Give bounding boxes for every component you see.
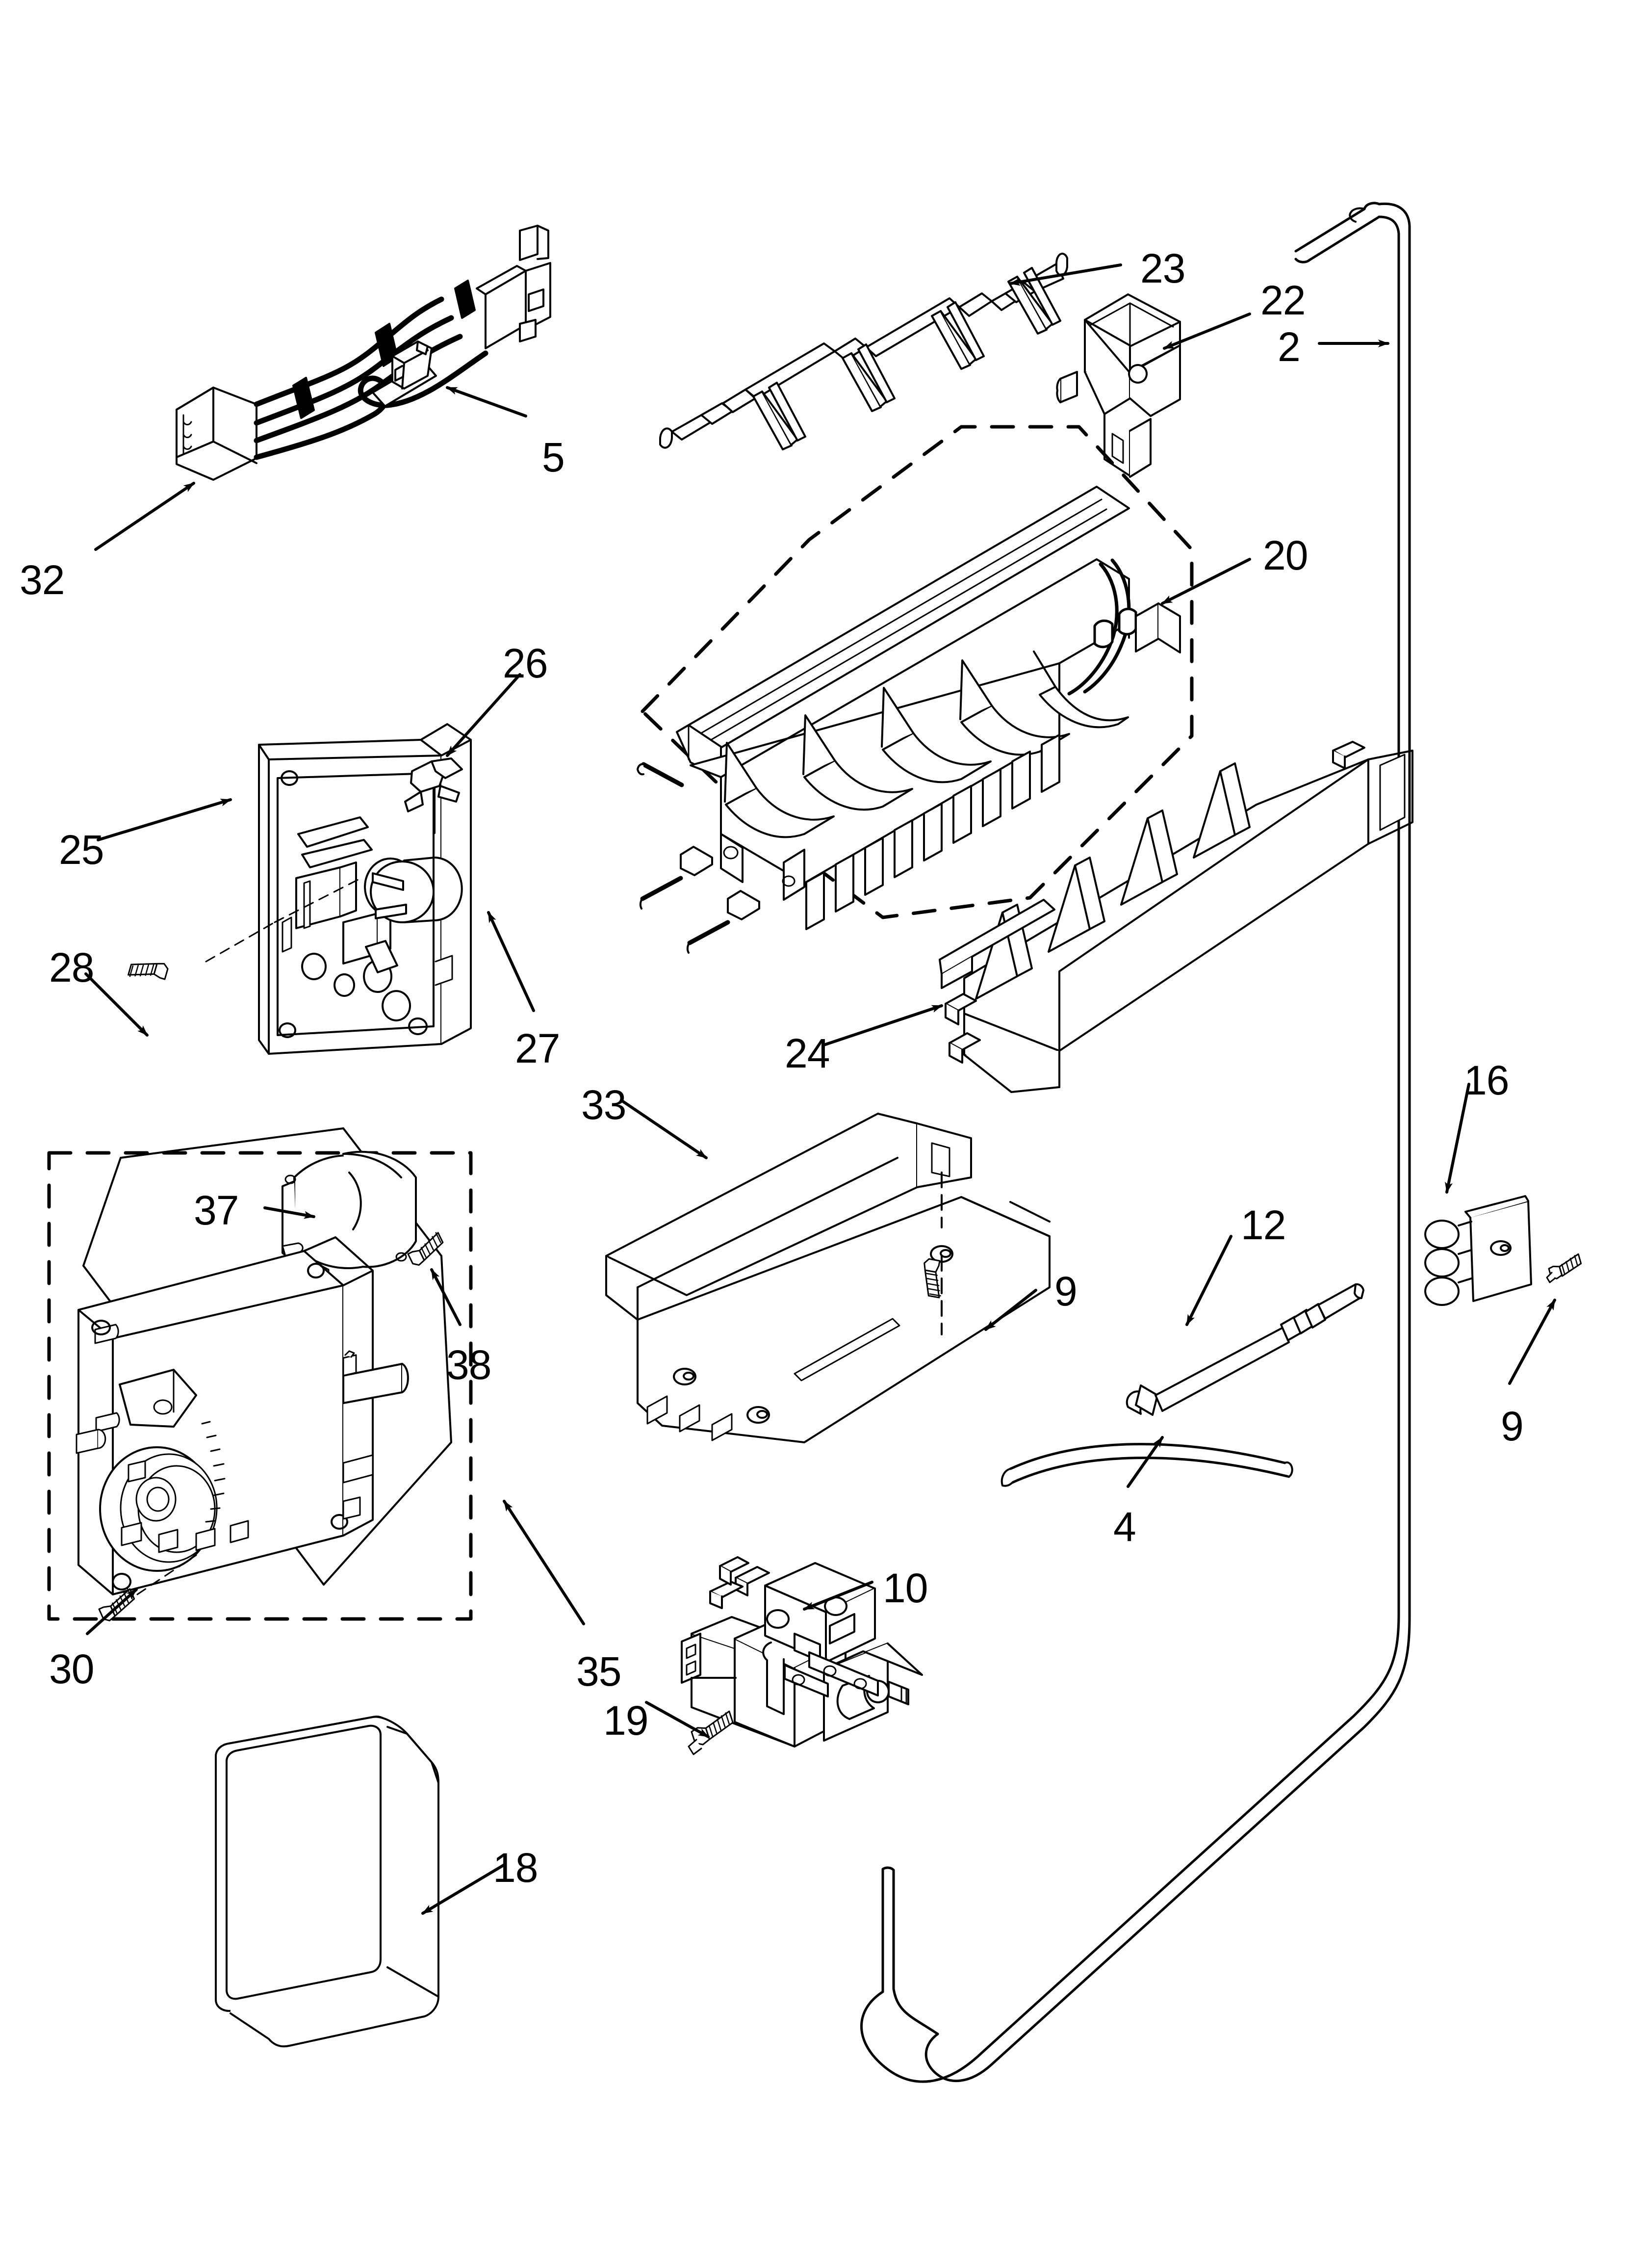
callout-label-16: 16 bbox=[1464, 1057, 1509, 1103]
part-ice-stripper-24 bbox=[939, 741, 1413, 1093]
part-mounting-screw-9a bbox=[918, 1255, 948, 1335]
part-module-screw-28 bbox=[127, 876, 364, 987]
callout-label-24: 24 bbox=[785, 1030, 830, 1076]
callout-label-10: 10 bbox=[883, 1565, 928, 1611]
part-valve-screw-19 bbox=[688, 1677, 737, 1755]
part-ejector-blade-23 bbox=[659, 253, 1069, 450]
part-bracket-screw-9b bbox=[1546, 1253, 1582, 1283]
callout-label-38: 38 bbox=[446, 1342, 491, 1388]
callout-label-5: 5 bbox=[542, 434, 565, 480]
callout-label-25: 25 bbox=[59, 827, 104, 873]
part-wire-clip-5 bbox=[391, 340, 433, 390]
part-water-fill-tube-2 bbox=[860, 202, 1411, 2083]
part-motor-cover-37 bbox=[282, 1150, 417, 1321]
part-water-fill-cup-22 bbox=[1056, 293, 1181, 478]
callout-label-26: 26 bbox=[503, 640, 548, 686]
callout-label-19: 19 bbox=[603, 1697, 648, 1744]
callout-label-2: 2 bbox=[1278, 324, 1301, 370]
part-ice-mold-20 bbox=[637, 486, 1181, 954]
part-icemaker-cover-18 bbox=[215, 1716, 439, 2048]
dashed-outline-module-assembly-35 bbox=[47, 1151, 473, 1621]
part-water-inlet-nipple-12 bbox=[1126, 1283, 1364, 1416]
part-module-assembly-screw-30 bbox=[95, 1554, 197, 1624]
part-fill-trough-support-33 bbox=[605, 1113, 1051, 1443]
part-retainer-clip-26 bbox=[404, 757, 463, 834]
callout-label-28: 28 bbox=[49, 944, 94, 991]
callout-label-33: 33 bbox=[581, 1082, 626, 1128]
callout-label-12: 12 bbox=[1241, 1202, 1286, 1248]
callout-label-32: 32 bbox=[20, 557, 65, 603]
callout-label-18: 18 bbox=[493, 1845, 538, 1891]
part-water-tube-bracket-16 bbox=[1424, 1195, 1532, 1306]
part-water-inlet-valve-10 bbox=[681, 1556, 923, 1747]
callout-label-9b: 9 bbox=[1501, 1403, 1524, 1449]
callout-leaders bbox=[84, 263, 1556, 1915]
part-wire-harness-32 bbox=[176, 225, 551, 481]
part-water-supply-tube-4 bbox=[1001, 1443, 1293, 1487]
callout-label-22: 22 bbox=[1260, 277, 1306, 323]
callout-label-4: 4 bbox=[1113, 1504, 1136, 1550]
part-motor-cam-27 bbox=[370, 857, 463, 923]
part-module-frame bbox=[76, 1236, 409, 1595]
callout-label-20: 20 bbox=[1263, 532, 1308, 578]
part-module-housing-25 bbox=[258, 723, 472, 1055]
callout-label-23: 23 bbox=[1140, 245, 1185, 291]
callout-label-37: 37 bbox=[194, 1187, 239, 1233]
callout-label-30: 30 bbox=[49, 1646, 94, 1692]
callout-label-35: 35 bbox=[576, 1648, 621, 1694]
callout-label-9a: 9 bbox=[1054, 1268, 1078, 1314]
callout-label-27: 27 bbox=[515, 1025, 560, 1071]
